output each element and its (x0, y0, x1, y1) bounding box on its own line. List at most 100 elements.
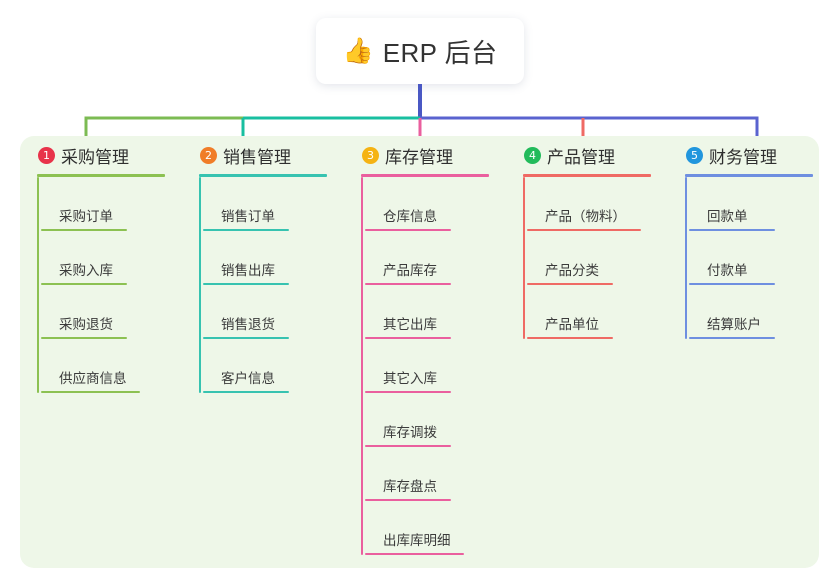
branch-item-label: 客户信息 (221, 371, 275, 386)
branch-item[interactable]: 客户信息 (201, 339, 344, 393)
branch-spine (37, 177, 39, 393)
branch-column-5: 5 财务管理回款单付款单结算账户 (668, 136, 830, 339)
branch-item[interactable]: 回款单 (687, 177, 830, 231)
branch-item-underline (365, 229, 451, 231)
branch-title: 销售管理 (223, 147, 291, 167)
branch-underline (199, 174, 327, 177)
branch-item-underline (203, 229, 289, 231)
branch-item-list: 销售订单销售出库销售退货客户信息 (199, 177, 344, 393)
branch-item-label: 采购退货 (59, 317, 113, 332)
branch-item-label: 付款单 (707, 263, 748, 278)
branch-underline (523, 174, 651, 177)
branch-item[interactable]: 销售订单 (201, 177, 344, 231)
branch-item[interactable]: 产品（物料） (525, 177, 668, 231)
branch-number-badge: 5 (686, 146, 703, 164)
branch-item-underline (365, 283, 451, 285)
branch-underline (361, 174, 489, 177)
branch-item-underline (203, 283, 289, 285)
branch-underline (37, 174, 165, 177)
branch-spine (361, 177, 363, 555)
branch-item-underline (689, 283, 775, 285)
branch-item[interactable]: 其它入库 (363, 339, 506, 393)
branch-item-underline (365, 499, 451, 501)
branch-item-label: 产品单位 (545, 317, 599, 332)
branch-item-label: 库存盘点 (383, 479, 437, 494)
root-node-card[interactable]: 👍 ERP 后台 (316, 18, 524, 84)
branch-header-1[interactable]: 1 采购管理 (20, 136, 182, 174)
branch-item-underline (41, 391, 140, 393)
branch-item-list: 采购订单采购入库采购退货供应商信息 (37, 177, 182, 393)
branch-item[interactable]: 采购退货 (39, 285, 182, 339)
branch-item-underline (365, 391, 451, 393)
branch-item-label: 产品库存 (383, 263, 437, 278)
branch-column-2: 2 销售管理销售订单销售出库销售退货客户信息 (182, 136, 344, 393)
branch-column-1: 1 采购管理采购订单采购入库采购退货供应商信息 (20, 136, 182, 393)
branch-number-badge: 1 (38, 146, 55, 164)
branch-item-list: 仓库信息产品库存其它出库其它入库库存调拨库存盘点出库库明细 (361, 177, 506, 555)
branch-spine (685, 177, 687, 339)
branch-item-label: 采购入库 (59, 263, 113, 278)
branch-item-underline (203, 337, 289, 339)
branch-item[interactable]: 其它出库 (363, 285, 506, 339)
branch-item-underline (41, 337, 127, 339)
branch-item-label: 库存调拨 (383, 425, 437, 440)
branch-item-underline (689, 337, 775, 339)
root-node-label: ERP 后台 (382, 37, 498, 68)
branch-header-5[interactable]: 5 财务管理 (668, 136, 830, 174)
branch-item-underline (41, 283, 127, 285)
branch-item[interactable]: 产品库存 (363, 231, 506, 285)
branch-item-label: 回款单 (707, 209, 748, 224)
branch-item-underline (527, 229, 641, 231)
branch-title: 库存管理 (385, 147, 453, 167)
branch-item[interactable]: 付款单 (687, 231, 830, 285)
branch-item-label: 其它出库 (383, 317, 437, 332)
branch-item-underline (41, 229, 127, 231)
branch-item[interactable]: 销售出库 (201, 231, 344, 285)
branch-columns: 1 采购管理采购订单采购入库采购退货供应商信息 2 销售管理销售订单销售出库销售退货客… (0, 136, 839, 568)
branch-item-underline (527, 283, 613, 285)
branch-item-underline (689, 229, 775, 231)
branch-item-label: 销售退货 (221, 317, 275, 332)
branch-item[interactable]: 采购入库 (39, 231, 182, 285)
branch-underline (685, 174, 813, 177)
branch-item-list: 产品（物料） 产品分类产品单位 (523, 177, 668, 339)
branch-item-label: 产品分类 (545, 263, 599, 278)
branch-item-underline (527, 337, 613, 339)
branch-item-label: 采购订单 (59, 209, 113, 224)
branch-item[interactable]: 销售退货 (201, 285, 344, 339)
branch-item[interactable]: 结算账户 (687, 285, 830, 339)
branch-title: 产品管理 (547, 147, 615, 167)
branch-item[interactable]: 库存盘点 (363, 447, 506, 501)
branch-item-underline (365, 445, 451, 447)
branch-item[interactable]: 出库库明细 (363, 501, 506, 555)
branch-title: 采购管理 (61, 147, 129, 167)
branch-item-underline (365, 337, 451, 339)
branch-header-2[interactable]: 2 销售管理 (182, 136, 344, 174)
branch-title: 财务管理 (709, 147, 777, 167)
branch-spine (199, 177, 201, 393)
branch-item-label: 供应商信息 (59, 371, 127, 386)
branch-item-underline (365, 553, 464, 555)
branch-item[interactable]: 仓库信息 (363, 177, 506, 231)
branch-item[interactable]: 产品单位 (525, 285, 668, 339)
branch-item-label: 出库库明细 (383, 533, 451, 548)
thumbs-up-icon: 👍 (342, 36, 374, 65)
branch-spine (523, 177, 525, 339)
branch-item-list: 回款单付款单结算账户 (685, 177, 830, 339)
branch-item[interactable]: 库存调拨 (363, 393, 506, 447)
branch-item-label: 销售出库 (221, 263, 275, 278)
branch-item-label: 其它入库 (383, 371, 437, 386)
branch-item-underline (203, 391, 289, 393)
branch-number-badge: 2 (200, 146, 217, 164)
branch-item[interactable]: 采购订单 (39, 177, 182, 231)
branch-item-label: 结算账户 (707, 317, 761, 332)
branch-item[interactable]: 供应商信息 (39, 339, 182, 393)
branch-item-label: 仓库信息 (383, 209, 437, 224)
branch-item-label: 产品（物料） (545, 209, 626, 224)
branch-item[interactable]: 产品分类 (525, 231, 668, 285)
